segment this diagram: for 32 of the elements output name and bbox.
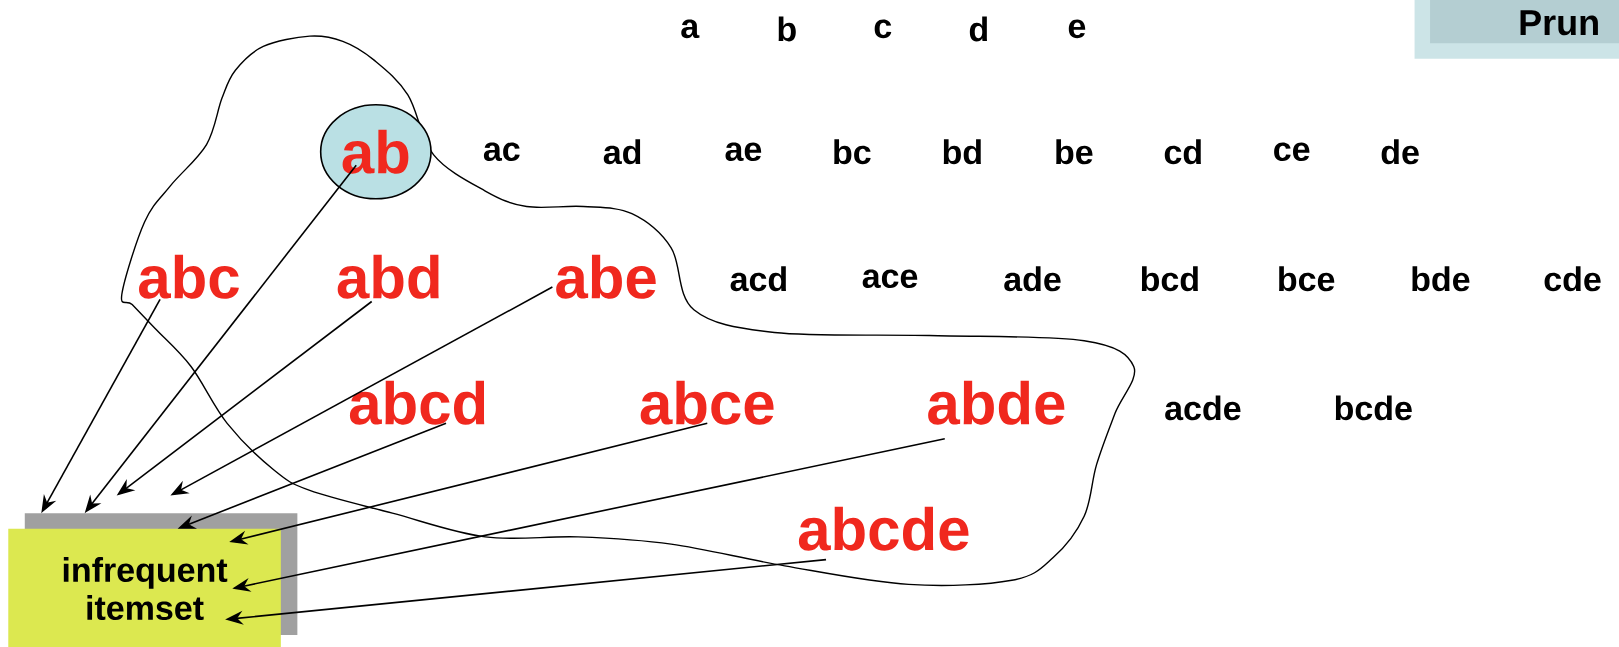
itemset-label: c (874, 19, 892, 39)
itemset-label: cde (1544, 266, 1601, 292)
itemset-label: d (969, 16, 987, 42)
itemset-label: de (1381, 139, 1419, 165)
itemset: abde (928, 380, 1065, 425)
title-box: Prun (1414, 0, 1619, 59)
itemset-label: ade (1004, 266, 1061, 292)
itemset-label: bcde (1335, 395, 1412, 421)
itemset: abd (337, 254, 439, 299)
itemset-label: bcd (1141, 266, 1198, 292)
itemset-label: be (1056, 139, 1093, 165)
itemset-label: bde (1412, 266, 1470, 292)
itemset: abcde (798, 506, 969, 551)
itemset-label: acde (1165, 395, 1241, 421)
itemset-label: cd (1164, 139, 1201, 165)
itemset-label: b (778, 16, 796, 42)
itemset: abcd (349, 380, 485, 425)
itemset-label: e (1068, 19, 1086, 39)
itemset-label: ce (1274, 142, 1310, 161)
itemset-label: acd (730, 266, 786, 292)
itemset: abc (139, 254, 239, 299)
itemset-label: bce (1279, 266, 1335, 292)
itemset-label: a (681, 19, 700, 39)
itemset-label: ad (603, 139, 641, 165)
itemset: abce (640, 380, 774, 425)
infrequent-box: infrequent itemset (8, 513, 298, 647)
itemset: abe (556, 254, 656, 299)
itemset-label: ac (483, 142, 520, 161)
itemset-label: ae (725, 142, 762, 161)
itemset-label: bd (943, 139, 981, 165)
itemset-label: bc (834, 139, 871, 165)
itemset-label: ace (862, 269, 918, 288)
